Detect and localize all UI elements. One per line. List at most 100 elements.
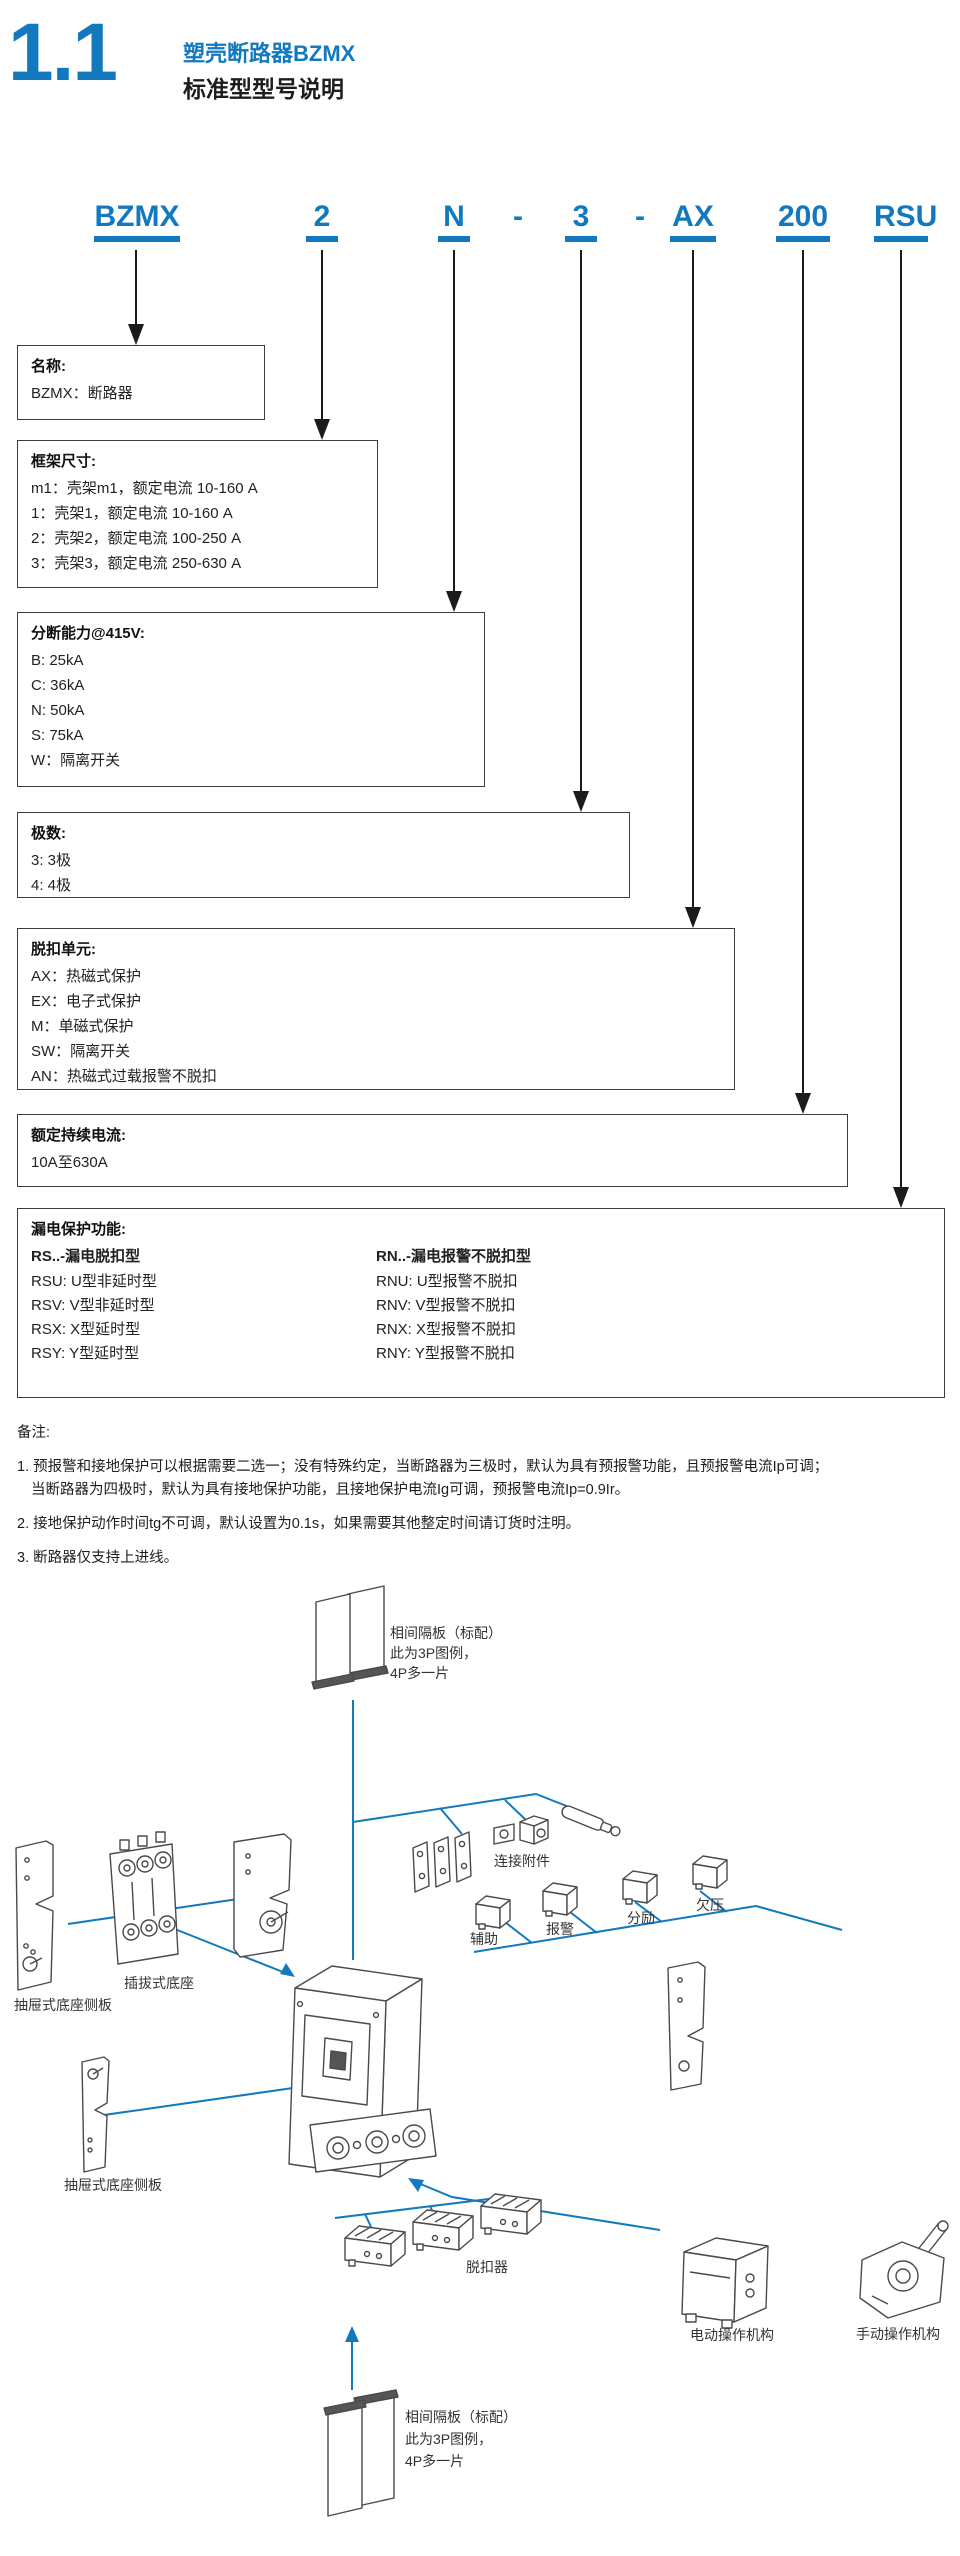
box-line: S: 75kA bbox=[31, 727, 84, 744]
spec-box-rated-current: 额定持续电流: 10A至630A bbox=[17, 1114, 848, 1187]
drawer-side-plate-label-lower: 抽屉式底座侧板 bbox=[64, 2177, 162, 2193]
box-line: m1：壳架m1，额定电流 10-160 A bbox=[31, 480, 258, 497]
drawer-side-plate-lower bbox=[81, 2056, 110, 2173]
drawer-side-plate-right bbox=[667, 1961, 706, 2091]
box-line: M：单磁式保护 bbox=[31, 1018, 134, 1035]
box-title: 分断能力@415V: bbox=[31, 625, 145, 642]
box-line: B: 25kA bbox=[31, 652, 84, 669]
undervoltage-label: 欠压 bbox=[696, 1897, 724, 1913]
spec-box-breaking-capacity: 分断能力@415V: B: 25kA C: 36kA N: 50kA S: 75… bbox=[17, 612, 485, 787]
handle-mechanism-plate bbox=[233, 1833, 292, 1958]
branch-accessory-row bbox=[473, 1904, 843, 1953]
manual-operator bbox=[859, 2220, 949, 2319]
arrow-line bbox=[692, 250, 694, 909]
column-header: RN..-漏电报警不脱扣型 bbox=[376, 1248, 531, 1265]
arrow-head bbox=[314, 419, 330, 440]
arrow-head bbox=[795, 1093, 811, 1114]
arrowhead-into-breaker-bottom bbox=[408, 2178, 424, 2192]
model-segment-hyphen: - bbox=[513, 200, 523, 233]
box-line: RSY: Y型延时型 bbox=[31, 1345, 140, 1362]
box-line: C: 36kA bbox=[31, 677, 85, 694]
box-line: AN：热磁式过载报警不脱扣 bbox=[31, 1068, 217, 1085]
box-line: 3: 3极 bbox=[31, 852, 72, 869]
box-line: 10A至630A bbox=[31, 1154, 108, 1171]
terminal-clips bbox=[412, 1831, 472, 1893]
box-title: 漏电保护功能: bbox=[31, 1221, 126, 1238]
segment-underline bbox=[874, 236, 928, 242]
arrow-line bbox=[900, 250, 902, 1189]
box-title: 名称: bbox=[31, 358, 66, 375]
box-title: 框架尺寸: bbox=[31, 453, 96, 470]
shunt-module bbox=[622, 1870, 658, 1905]
tripunit-branch-line bbox=[334, 2196, 506, 2219]
box-line: 4: 4极 bbox=[31, 877, 72, 894]
arrow-line bbox=[453, 250, 455, 593]
segment-underline bbox=[565, 236, 597, 242]
arrow-head bbox=[128, 324, 144, 345]
notes-heading: 备注: bbox=[17, 1425, 51, 1441]
section-number: 1.1 bbox=[8, 7, 118, 98]
spec-box-name: 名称: BZMX：断路器 bbox=[17, 345, 265, 420]
box-line: 1：壳架1，额定电流 10-160 A bbox=[31, 505, 233, 522]
arrow-line bbox=[580, 250, 582, 793]
arrow-line bbox=[321, 250, 323, 421]
segment-underline bbox=[94, 236, 180, 242]
shunt-label: 分励 bbox=[627, 1910, 655, 1926]
segment-underline bbox=[776, 236, 830, 242]
notes-section: 备注: 1. 预报警和接地保护可以根据需要二选一；没有特殊约定，当断路器为三极时… bbox=[17, 1422, 951, 1570]
separator-top-label-3: 4P多一片 bbox=[390, 1665, 449, 1681]
box-line: 3：壳架3，额定电流 250-630 A bbox=[31, 555, 242, 572]
box-line: N: 50kA bbox=[31, 702, 85, 719]
page-subtitle: 标准型型号说明 bbox=[183, 76, 344, 102]
box-line: RSV: V型非延时型 bbox=[31, 1297, 155, 1314]
alarm-module bbox=[542, 1882, 578, 1917]
model-segment-frame-name: BZMX bbox=[94, 201, 180, 242]
motor-operator-label: 电动操作机构 bbox=[690, 2327, 774, 2343]
box-line: 2：壳架2，额定电流 100-250 A bbox=[31, 530, 242, 547]
model-segment-current: 200 bbox=[776, 201, 830, 242]
plug-in-base-label: 插拔式底座 bbox=[124, 1975, 194, 1991]
phase-separator-plates-top bbox=[311, 1585, 389, 1690]
box-line: EX：电子式保护 bbox=[31, 993, 142, 1010]
box-line: RNY: Y型报警不脱扣 bbox=[376, 1345, 515, 1362]
sideplate-link-line bbox=[96, 2086, 301, 2117]
model-segment-poles: 3 bbox=[565, 201, 597, 242]
trip-unit-label: 脱扣器 bbox=[466, 2259, 508, 2275]
spec-box-frame-size: 框架尺寸: m1：壳架m1，额定电流 10-160 A 1：壳架1，额定电流 1… bbox=[17, 440, 378, 588]
manual-operator-label: 手动操作机构 bbox=[856, 2326, 940, 2342]
segment-underline bbox=[438, 236, 470, 242]
arrow-head bbox=[685, 907, 701, 928]
arrow-head bbox=[573, 791, 589, 812]
model-segment-trip-unit: AX bbox=[670, 201, 716, 242]
box-title: 额定持续电流: bbox=[31, 1127, 126, 1144]
diagram-labels: 相间隔板（标配） 此为3P图例， 4P多一片 连接附件 辅助 报警 分励 欠压 … bbox=[14, 1625, 940, 2469]
box-line: AX：热磁式保护 bbox=[31, 968, 142, 985]
arrowhead-up bbox=[345, 2326, 359, 2342]
box-title: 极数: bbox=[31, 825, 66, 842]
exploded-view-diagram: 相间隔板（标配） 此为3P图例， 4P多一片 连接附件 辅助 报警 分励 欠压 … bbox=[14, 1585, 949, 2517]
undervoltage-module bbox=[692, 1855, 728, 1890]
spec-box-poles: 极数: 3: 3极 4: 4极 bbox=[17, 812, 630, 898]
connection-accessory-label: 连接附件 bbox=[494, 1853, 550, 1869]
spec-box-leakage-protection: 漏电保护功能: RS..-漏电脱扣型 RSU: U型非延时型 RSV: V型非延… bbox=[17, 1208, 945, 1398]
arrow-head bbox=[446, 591, 462, 612]
note-item-continued: 当断路器为四极时，默认为具有接地保护功能，且接地保护电流Ig可调，预报警电流Ip… bbox=[31, 1482, 630, 1498]
separator-bottom-label-3: 4P多一片 bbox=[405, 2453, 464, 2469]
auxiliary-module bbox=[475, 1895, 511, 1930]
model-segment-frame-size: 2 bbox=[306, 201, 338, 242]
alarm-label: 报警 bbox=[546, 1921, 574, 1937]
note-item: 2. 接地保护动作时间tg不可调，默认设置为0.1s，如果需要其他整定时间请订货… bbox=[17, 1516, 581, 1532]
box-line: RNX: X型报警不脱扣 bbox=[376, 1321, 517, 1338]
plug-in-base bbox=[109, 1831, 179, 1965]
spec-box-trip-unit: 脱扣单元: AX：热磁式保护 EX：电子式保护 M：单磁式保护 SW：隔离开关 … bbox=[17, 928, 735, 1090]
separator-bottom-label-1: 相间隔板（标配） bbox=[405, 2409, 517, 2425]
box-line: RNV: V型报警不脱扣 bbox=[376, 1297, 516, 1314]
box-line: W：隔离开关 bbox=[31, 752, 121, 769]
leakage-alarm-column: RN..-漏电报警不脱扣型 RNU: U型报警不脱扣 RNV: V型报警不脱扣 … bbox=[376, 1244, 721, 1366]
connection-accessory-parts bbox=[493, 1815, 549, 1845]
separator-bottom-label-2: 此为3P图例， bbox=[405, 2431, 492, 2447]
segment-underline bbox=[670, 236, 716, 242]
box-line: RNU: U型报警不脱扣 bbox=[376, 1273, 518, 1290]
leakage-trip-column: RS..-漏电脱扣型 RSU: U型非延时型 RSV: V型非延时型 RSX: … bbox=[31, 1244, 376, 1366]
